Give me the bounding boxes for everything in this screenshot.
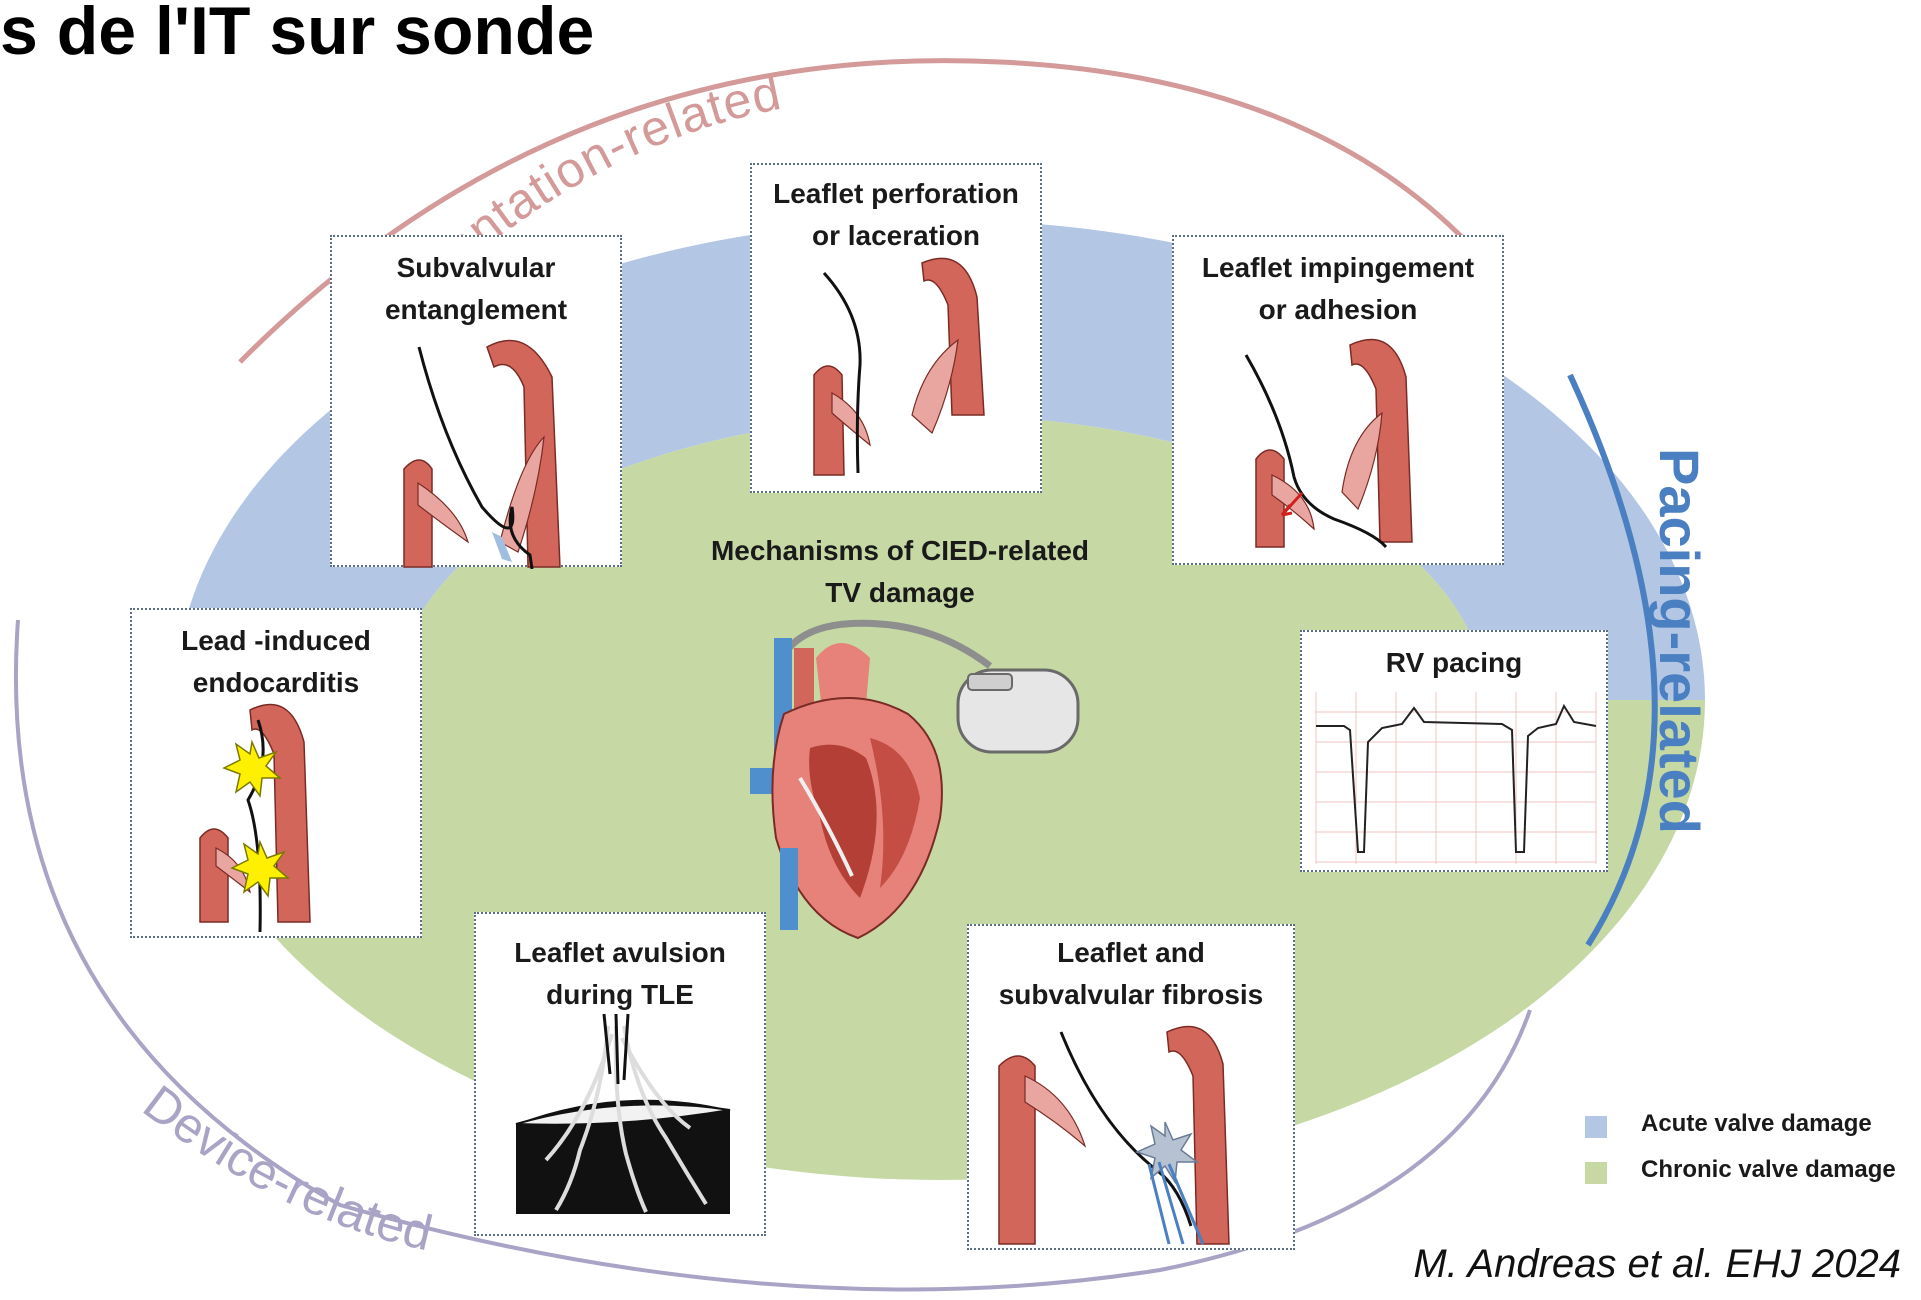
fibrosis-star	[1137, 1122, 1197, 1182]
panel-leaflet-impingement: Leaflet impingement or adhesion	[1172, 235, 1504, 565]
center-title-line2: TV damage	[660, 572, 1140, 614]
ivc	[780, 848, 798, 930]
legend-swatch-chronic	[1585, 1162, 1607, 1184]
panel-leaflet-avulsion: Leaflet avulsion during TLE	[474, 912, 766, 1236]
panel-leaflet-perforation: Leaflet perforation or laceration	[750, 163, 1042, 493]
center-title-line1: Mechanisms of CIED-related	[660, 530, 1140, 572]
avulsion-illustration	[476, 914, 768, 1238]
ecg-illustration	[1302, 632, 1610, 874]
panel-rv-pacing: RV pacing	[1300, 630, 1608, 872]
perforation-illustration	[752, 165, 1044, 495]
legend-label: Acute valve damage	[1641, 1110, 1872, 1138]
ecg-trace	[1316, 706, 1596, 852]
pacing-arc-label: Pacing-related	[1648, 448, 1711, 834]
fibrosis-illustration	[969, 926, 1297, 1252]
endocarditis-illustration	[132, 610, 424, 940]
heart-pacemaker-illustration	[740, 618, 1100, 948]
panel-subvalvular-entanglement: Subvalvular entanglement	[330, 235, 622, 567]
citation: M. Andreas et al. EHJ 2024	[1413, 1242, 1901, 1287]
pacemaker-device	[958, 670, 1078, 752]
device-arc-label: Device-related	[133, 1074, 437, 1261]
panel-lead-endocarditis: Lead -induced endocarditis	[130, 608, 422, 938]
subvalvular-illustration	[332, 237, 624, 569]
panel-fibrosis: Leaflet and subvalvular fibrosis	[967, 924, 1295, 1250]
impingement-illustration	[1174, 237, 1506, 567]
legend-label: Chronic valve damage	[1641, 1156, 1896, 1184]
legend-swatch-acute	[1585, 1116, 1607, 1138]
